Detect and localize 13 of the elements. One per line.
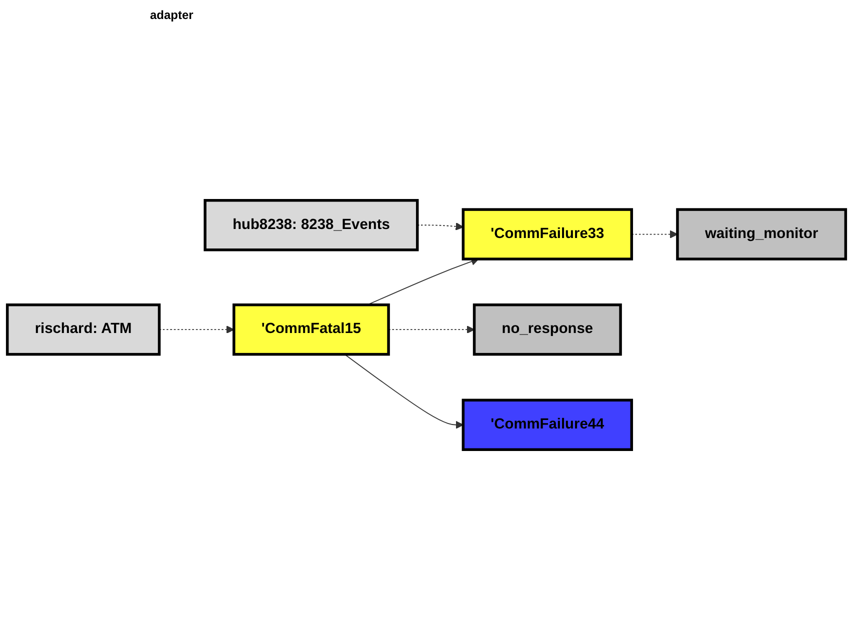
arrow bbox=[344, 354, 464, 429]
node-box: waiting_monitor bbox=[676, 208, 848, 260]
arrow bbox=[631, 230, 678, 238]
node-box: 'CommFatal15 bbox=[232, 303, 390, 356]
diagram-label: adapter bbox=[150, 8, 194, 22]
node-box: hub8238: 8238_Events bbox=[204, 199, 419, 252]
node-box: 'CommFailure33 bbox=[462, 208, 634, 260]
node-box: no_response bbox=[472, 303, 622, 356]
node-box: 'CommFailure44 bbox=[462, 398, 634, 451]
arrow bbox=[388, 326, 475, 334]
arrow bbox=[416, 222, 464, 230]
arrow bbox=[158, 326, 234, 334]
node-box: rischard: ATM bbox=[6, 303, 161, 356]
